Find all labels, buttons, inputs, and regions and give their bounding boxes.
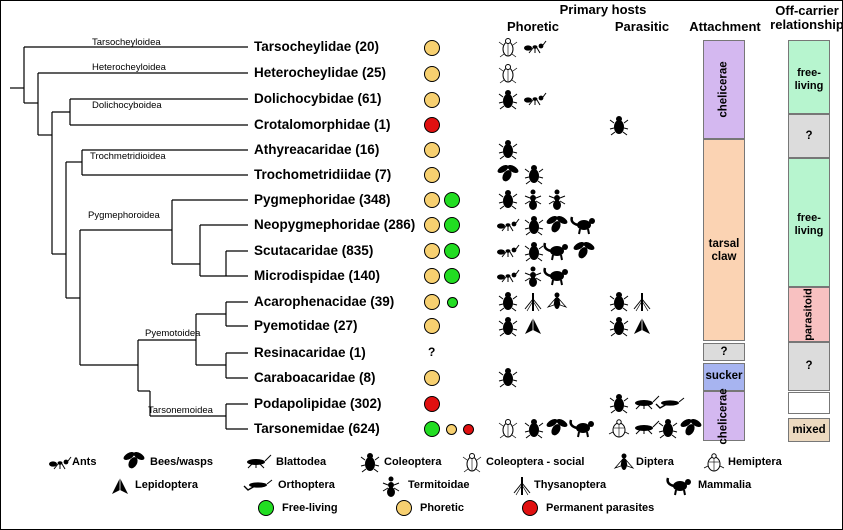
legend-diptera: Diptera <box>636 456 674 468</box>
offcarrier-mixed-box <box>788 418 830 442</box>
legend-coleoptera-social: Coleoptera - social <box>486 456 585 468</box>
clade-tarsocheyloidea: Tarsocheyloidea <box>92 37 161 48</box>
phoretic-dot <box>424 66 440 82</box>
offcarrier-parasitoid-label: parasitoid <box>802 288 815 341</box>
legend-permanent-parasites: Permanent parasites <box>546 502 655 514</box>
attachment-sucker-label: sucker <box>705 370 743 382</box>
phoretic-dot <box>424 294 440 310</box>
legend-phoretic: Phoretic <box>420 502 465 514</box>
free-living-dot <box>447 297 458 308</box>
header-off-carrier: Off-carrier relationship <box>770 3 843 32</box>
phoretic-dot <box>424 40 440 56</box>
family-label: Pyemotidae (27) <box>254 318 358 333</box>
header-parasitic: Parasitic <box>614 19 670 34</box>
family-label: Dolichocybidae (61) <box>254 91 382 106</box>
offcarrier-blank-box <box>788 392 830 414</box>
legend-free-living-dot <box>258 500 274 516</box>
phoretic-dot <box>446 424 457 435</box>
phoretic-dot <box>424 167 440 183</box>
family-label: Caraboacaridae (8) <box>254 370 376 385</box>
offcarrier-unknown-box <box>788 342 830 391</box>
clade-heterocheyloidea: Heterocheyloidea <box>92 62 166 73</box>
family-label: Athyreacaridae (16) <box>254 142 380 157</box>
offcarrier-mixed-label: mixed <box>792 424 826 436</box>
clade-pygmephoroidea: Pygmephoroidea <box>88 210 160 221</box>
attachment-unknown-box <box>703 343 745 361</box>
free-living-dot <box>444 243 460 259</box>
family-label: Scutacaridae (835) <box>254 243 374 258</box>
free-living-dot <box>444 192 460 208</box>
legend-free-living: Free-living <box>282 502 338 514</box>
family-label: Heterocheylidae (25) <box>254 65 387 80</box>
header-primary-hosts: Primary hosts <box>559 2 647 17</box>
free-living-dot <box>444 217 460 233</box>
legend-bees-wasps: Bees/wasps <box>150 456 213 468</box>
attachment-unknown-label: ? <box>720 346 728 358</box>
offcarrier-free-living-box <box>788 158 830 287</box>
phoretic-dot <box>424 318 440 334</box>
legend-termitoidae: Termitoidae <box>408 479 470 491</box>
family-label: Crotalomorphidae (1) <box>254 117 391 132</box>
header-phoretic: Phoretic <box>506 19 559 34</box>
offcarrier-unknown-label: ? <box>805 360 813 372</box>
family-label: Podapolipidae (302) <box>254 396 382 411</box>
clade-trochometridioidea: Trochmetridioidea <box>90 151 166 162</box>
header-attachment: Attachment <box>689 19 761 34</box>
phoretic-dot <box>424 92 440 108</box>
clade-dolichocyboidea: Dolichocyboidea <box>92 100 162 111</box>
phoretic-dot <box>424 370 440 386</box>
parasite-dot <box>424 117 440 133</box>
unknown-lifestyle-mark: ? <box>428 345 436 359</box>
clade-tarsonemoidea: Tarsonemoidea <box>148 405 213 416</box>
free-living-dot <box>444 268 460 284</box>
offcarrier-free-living-label: free-living <box>794 67 824 92</box>
family-label: Tarsocheylidae (20) <box>254 39 380 54</box>
family-label: Microdispidae (140) <box>254 268 381 283</box>
offcarrier-unknown-label: ? <box>805 130 813 142</box>
family-label: Acarophenacidae (39) <box>254 294 395 309</box>
offcarrier-unknown-box <box>788 114 830 158</box>
attachment-tarsal-claw-label: tarsal claw <box>708 238 740 263</box>
offcarrier-free-living-label: free-living <box>794 212 824 237</box>
family-label: Tarsonemidae (624) <box>254 421 380 436</box>
phoretic-dot <box>424 142 440 158</box>
phoretic-dot <box>424 217 440 233</box>
family-label: Pygmephoridae (348) <box>254 192 391 207</box>
legend-orthoptera: Orthoptera <box>278 479 335 491</box>
offcarrier-free-living-box <box>788 40 830 114</box>
attachment-tarsal-claw-box <box>703 139 745 341</box>
phoretic-dot <box>424 243 440 259</box>
free-living-dot <box>424 421 440 437</box>
family-label: Trochometridiidae (7) <box>254 167 392 182</box>
parasite-dot <box>424 396 440 412</box>
attachment-chelicerae-box <box>703 391 745 441</box>
phoretic-dot <box>424 192 440 208</box>
legend-ants: Ants <box>72 456 97 468</box>
clade-pyemotoidea: Pyemotoidea <box>145 328 201 339</box>
legend-thysanoptera: Thysanoptera <box>534 479 607 491</box>
attachment-chelicerae-label: chelicerae <box>717 61 730 118</box>
attachment-sucker-box <box>703 363 745 391</box>
phoretic-dot <box>424 268 440 284</box>
legend-blattodea: Blattodea <box>276 456 327 468</box>
legend-hemiptera: Hemiptera <box>728 456 782 468</box>
legend-phoretic-dot <box>396 500 412 516</box>
legend-coleoptera: Coleoptera <box>384 456 442 468</box>
attachment-chelicerae-box <box>703 40 745 139</box>
parasite-dot <box>463 424 474 435</box>
family-label: Neopygmephoridae (286) <box>254 217 416 232</box>
offcarrier-parasitoid-box <box>788 287 830 342</box>
legend-lepidoptera: Lepidoptera <box>135 479 198 491</box>
legend-mammalia: Mammalia <box>698 479 752 491</box>
attachment-chelicerae-label: chelicerae <box>717 388 730 445</box>
legend-parasite-dot <box>522 500 538 516</box>
family-label: Resinacaridae (1) <box>254 345 366 360</box>
